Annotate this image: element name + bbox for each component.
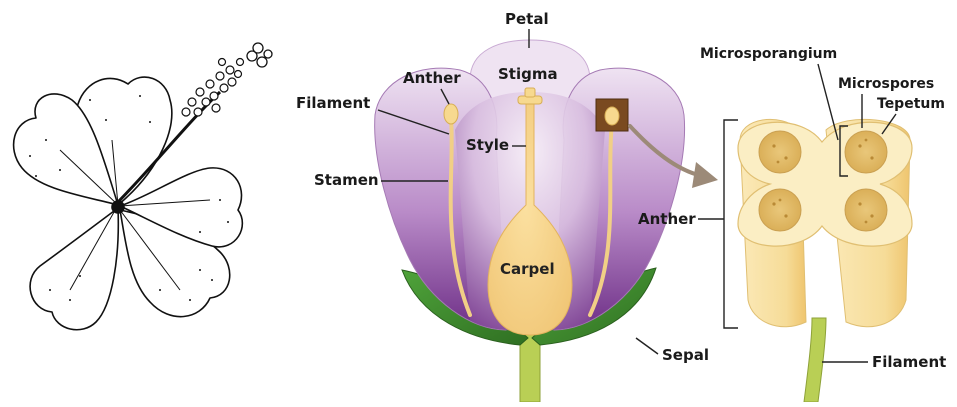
label-stigma: Stigma — [498, 65, 558, 83]
label-microspores: Microspores — [838, 76, 934, 92]
pollen-sac-bottom-left — [759, 189, 801, 231]
label-sepal: Sepal — [662, 346, 709, 364]
label-anther-detail: Anther — [638, 210, 696, 228]
label-stamen: Stamen — [314, 171, 379, 189]
pollen-sac-top-right — [845, 131, 887, 173]
hibiscus-sketch — [14, 43, 272, 330]
label-carpel: Carpel — [500, 260, 555, 278]
pollen-sac-top-left — [759, 131, 801, 173]
label-microsporangium: Microsporangium — [700, 46, 837, 62]
hibiscus-stigma — [247, 43, 272, 67]
flower-cross-section: Petal Anther Stigma Filament Style Stame… — [296, 10, 718, 402]
label-style: Style — [466, 136, 509, 154]
zoom-arrowhead — [692, 162, 718, 188]
stamen-right-anther — [605, 107, 619, 125]
hibiscus-petal-bottom-left — [30, 208, 118, 330]
carpel-stigma-knob — [525, 88, 535, 97]
pollen-sac-bottom-right — [845, 189, 887, 231]
anther-bracket — [724, 120, 738, 328]
detail-filament-stalk — [804, 318, 826, 402]
hibiscus-anthers — [182, 59, 244, 117]
label-filament: Filament — [296, 94, 370, 112]
label-filament-detail: Filament — [872, 353, 946, 371]
label-petal: Petal — [505, 10, 549, 28]
leader-sepal — [636, 338, 658, 354]
stamen-left-anther — [444, 104, 458, 124]
label-tepetum: Tepetum — [877, 96, 945, 112]
label-anther: Anther — [403, 69, 461, 87]
